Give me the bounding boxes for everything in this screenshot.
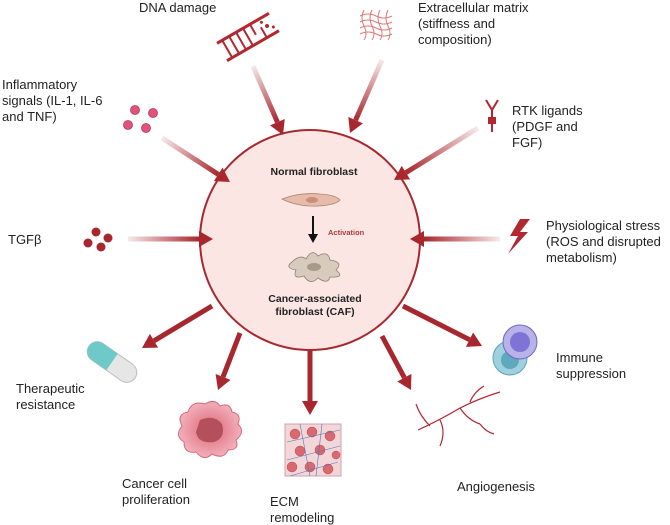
stress-label: Physiological stress (ROS and disrupted … [546,218,661,265]
ecm-label: Extracellular matrix (stiffness and comp… [418,0,529,47]
caf-cell-icon [288,252,341,282]
activation-arrow [308,216,318,243]
dna-helix-icon [216,12,280,62]
dna-damage-label: DNA damage [139,0,217,15]
tgfb-dots-icon [83,227,113,252]
lightning-icon [508,219,530,254]
remodeling-label: ECM remodeling [270,494,335,525]
arrow-therapy [142,303,214,348]
inflammatory-label: Inflammatory signals (IL-1, IL-6 and TNF… [2,77,103,124]
immune-label: Immune suppression [556,350,627,381]
normal-fibroblast-icon [281,193,341,207]
arrow-dna [250,65,285,135]
arrow-stress [410,231,500,247]
rtk-label: RTK ligands (PDGF and FGF) [512,103,583,150]
tissue-icon [284,423,342,477]
arrow-angio [379,334,412,390]
angiogenesis-label: Angiogenesis [457,479,536,494]
cancer-cell-icon [178,400,242,458]
normal-fibroblast-label: Normal fibroblast [270,166,358,178]
arrow-immune [401,303,482,347]
therapeutic-label: Therapeutic resistance [16,381,85,412]
arrow-remodel [302,350,318,415]
input-arrows [128,58,500,247]
arrow-prolif [215,332,243,390]
arrow-rtk [394,125,480,180]
vessels-icon [415,385,501,447]
output-arrows [142,303,482,415]
mesh-icon [359,9,393,41]
tgfb-label: TGFβ [8,232,42,247]
proliferation-label: Cancer cell proliferation [122,476,190,507]
inflammatory-dots-icon [123,105,158,133]
receptor-icon [485,99,499,132]
arrow-tgfb [128,231,213,247]
caf-label: Cancer-associated fibroblast (CAF) [268,293,362,318]
activation-label: Activation [328,228,365,237]
arrow-inflam [160,135,230,182]
immune-cells-icon [492,324,538,376]
arrow-ecm [348,58,385,133]
capsule-icon [86,341,138,383]
